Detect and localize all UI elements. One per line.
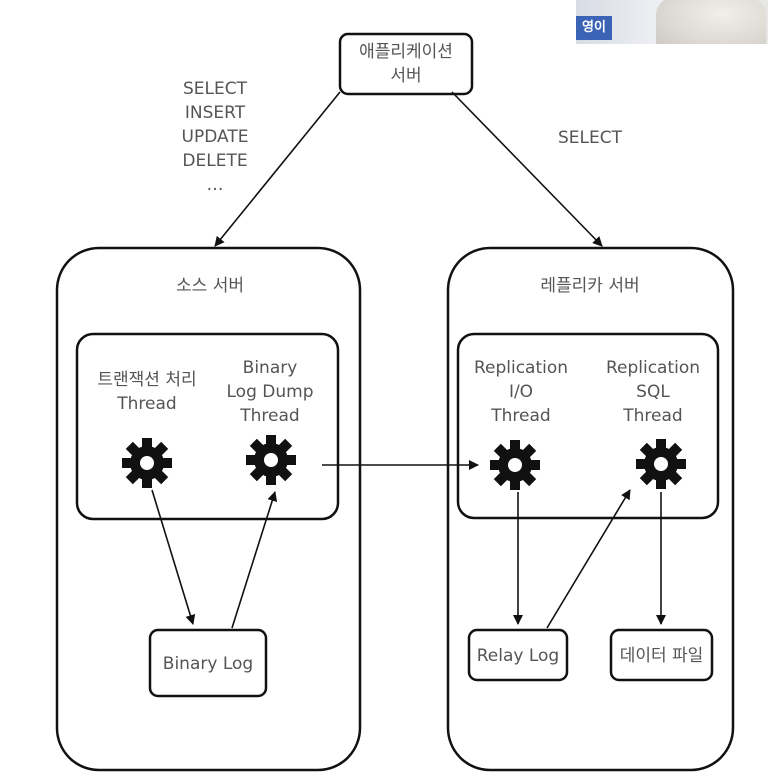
data-file-box — [609, 628, 714, 682]
binary-log-box — [148, 628, 268, 698]
replica-server-title: 레플리카 서버 — [540, 276, 640, 296]
replica-query-label: SELECT — [558, 128, 622, 148]
gear-icon — [636, 439, 686, 489]
arrow-gear-to-binlog — [151, 489, 196, 625]
io-thread-label: Replication I/O Thread — [473, 358, 569, 426]
replica-server-box — [446, 246, 735, 772]
gear-icon — [122, 438, 172, 488]
arrow-relaylog-to-sql — [546, 489, 631, 629]
application-server-box — [338, 32, 474, 96]
query-item: DELETE — [182, 151, 248, 171]
relay-log-label: Relay Log — [476, 646, 560, 666]
application-server-label: 애플리케이션 서버 — [359, 42, 453, 86]
sql-thread-label: Replication SQL Thread — [605, 358, 701, 426]
replica-thread-group — [456, 332, 720, 520]
transaction-thread-label: 트랜잭션 처리 Thread — [97, 370, 197, 414]
arrow-binlog-to-dump — [231, 491, 278, 629]
speaker-figure — [656, 0, 766, 44]
source-query-list: SELECT INSERT UPDATE DELETE … — [150, 77, 280, 197]
binlog-dump-thread-label: Binary Log Dump Thread — [226, 358, 314, 426]
query-item: UPDATE — [181, 127, 249, 147]
binary-log-label: Binary Log — [162, 654, 254, 674]
query-item: SELECT — [183, 79, 247, 99]
arrow-app-to-replica — [451, 91, 603, 247]
query-item: INSERT — [184, 103, 246, 123]
gear-icon — [490, 440, 540, 490]
speaker-video-thumbnail: 영이 — [576, 0, 768, 44]
source-thread-group — [75, 332, 340, 521]
arrow-app-to-source — [214, 91, 341, 247]
speaker-name-badge: 영이 — [576, 16, 612, 40]
relay-log-box — [467, 628, 569, 682]
gear-icon — [246, 435, 296, 485]
query-item: … — [206, 175, 224, 195]
source-server-box — [55, 246, 362, 772]
source-server-title: 소스 서버 — [176, 276, 244, 296]
data-file-label: 데이터 파일 — [619, 646, 704, 666]
